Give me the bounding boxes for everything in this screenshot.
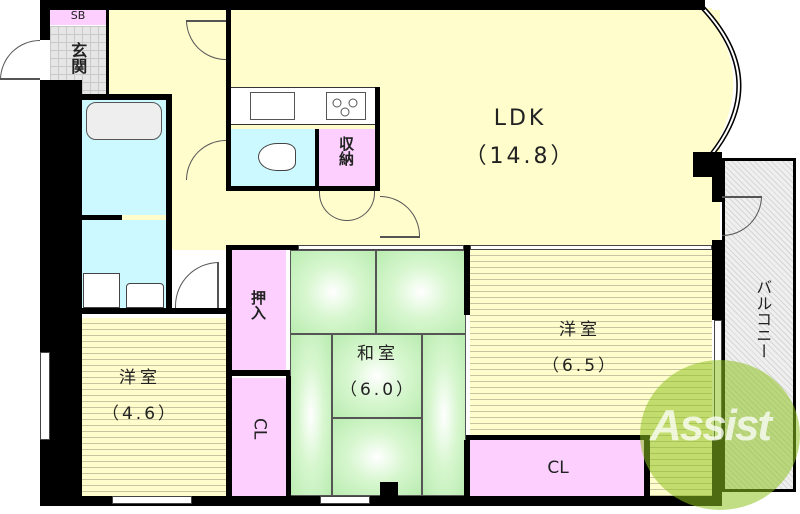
wall-closet-left-right [286, 376, 291, 500]
closet-left: CL [232, 378, 286, 496]
kitchen-counter [230, 87, 378, 125]
sink-icon [126, 283, 164, 308]
wall-toilet-storage [315, 129, 319, 189]
toilet-icon [258, 143, 296, 171]
tatami-mat [332, 418, 422, 496]
kitchen-sink-icon [250, 92, 295, 120]
wall-washitsu-right [464, 245, 470, 315]
wall-oshiire-bottom [226, 370, 290, 376]
wall-mid-horizontal [226, 245, 298, 250]
washitsu: 和室 （6.0） [290, 250, 466, 496]
window-west-left[interactable] [40, 352, 50, 440]
entrance-label: 玄関 [68, 42, 88, 74]
stove-icon [326, 92, 366, 120]
storage-label: 収納 [337, 136, 355, 166]
wall-closet-right-top [466, 435, 648, 440]
closet-right-label: CL [547, 458, 569, 478]
wall-closet-right-end [644, 435, 650, 500]
balcony-label: バルコニー [753, 279, 773, 359]
wall-entrance-right [106, 10, 109, 94]
wall-east [712, 240, 722, 320]
tatami-mat [290, 250, 376, 334]
shoe-box-label: SB [70, 9, 86, 22]
closet-right: CL [470, 440, 646, 496]
oshiire: 押入 [232, 250, 286, 370]
tatami-mat [290, 334, 332, 496]
western-room-right-size: （6.5） [541, 356, 619, 376]
wall-toilet-bottom [226, 186, 380, 191]
wall-east [712, 152, 722, 202]
wall-washitsu-right [464, 440, 470, 500]
tatami-mat [376, 250, 466, 334]
western-room-left-size: （4.6） [101, 404, 179, 424]
wall-storage-right [375, 87, 380, 191]
washitsu-name: 和室 [357, 344, 399, 364]
bathtub-icon [86, 102, 162, 140]
sliding-door-ldk-western[interactable] [470, 245, 712, 250]
ldk-name: LDK [493, 106, 547, 131]
sliding-door-ldk-washitsu[interactable] [298, 245, 464, 250]
pillar-ne [693, 152, 721, 177]
window-east-western[interactable] [714, 320, 722, 440]
wall-bath-right [166, 94, 172, 314]
window-bottom-washitsu[interactable] [320, 496, 370, 504]
pillar-sw [40, 440, 68, 506]
western-room-left-name: 洋室 [119, 368, 161, 388]
tatami-mat [422, 334, 466, 496]
tatami-mat [332, 334, 422, 418]
closet-left-label: CL [249, 418, 270, 440]
wall-kitchen-left [226, 10, 231, 190]
wall-left [40, 0, 50, 40]
window-bottom-left[interactable] [112, 496, 192, 504]
wall-east [712, 440, 722, 506]
washing-machine-icon [83, 273, 120, 308]
wall-bottom [40, 496, 712, 506]
pillar [380, 482, 398, 498]
western-room-right-name: 洋室 [559, 320, 601, 340]
ldk-size: （14.8） [464, 144, 576, 169]
wall-top [40, 0, 705, 10]
oshiire-label: 押入 [249, 290, 267, 320]
storage-closet: 収納 [319, 129, 375, 186]
washitsu-size: （6.0） [339, 380, 417, 400]
wall-bath-mid [82, 215, 122, 220]
shoe-box: SB [50, 9, 106, 25]
wall-bath-top [82, 94, 172, 100]
wall-wash-bottom [82, 308, 228, 314]
